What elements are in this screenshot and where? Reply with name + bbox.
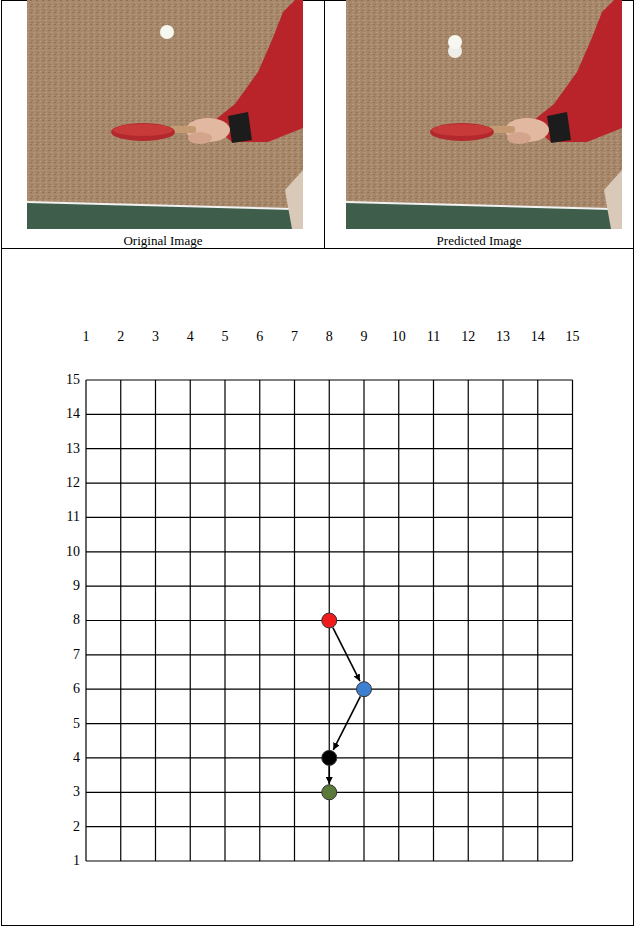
image-caption: Predicted Image xyxy=(435,233,524,248)
column-number: 4 xyxy=(187,329,194,345)
row-number: 1 xyxy=(73,853,80,869)
table-divider xyxy=(324,0,325,249)
row-number: 11 xyxy=(67,509,80,525)
row-number: 7 xyxy=(73,647,80,663)
column-number: 8 xyxy=(326,329,333,345)
row-number: 8 xyxy=(73,612,80,628)
column-number: 6 xyxy=(256,329,263,345)
column-number: 11 xyxy=(427,329,440,345)
row-number: 6 xyxy=(73,681,80,697)
row-number: 2 xyxy=(73,819,80,835)
row-number: 9 xyxy=(73,578,80,594)
row-number: 3 xyxy=(73,784,80,800)
row-number: 2 xyxy=(73,819,80,835)
row-number: 8 xyxy=(73,612,80,628)
column-number: 7 xyxy=(291,329,298,345)
original-photo xyxy=(27,0,303,229)
row-number: 10 xyxy=(66,544,80,560)
column-number: 7 xyxy=(291,329,298,345)
column-number: 3 xyxy=(152,329,159,345)
row-number: 15 xyxy=(66,372,80,388)
row-number: 6 xyxy=(73,681,80,697)
column-number: 14 xyxy=(531,329,545,345)
image-cell: Predicted Image xyxy=(325,0,633,248)
row-number: 14 xyxy=(66,406,80,422)
image-caption: Original Image xyxy=(121,233,204,248)
column-number: 9 xyxy=(361,329,368,345)
column-number: 6 xyxy=(256,329,263,345)
row-number: 5 xyxy=(73,716,80,732)
grid xyxy=(86,380,573,861)
column-number: 14 xyxy=(531,329,545,345)
column-number: 12 xyxy=(461,329,475,345)
column-number: 2 xyxy=(117,329,124,345)
row-number: 12 xyxy=(66,475,80,491)
column-number: 13 xyxy=(496,329,510,345)
column-number: 2 xyxy=(117,329,124,345)
predicted-photo xyxy=(346,0,622,229)
column-number: 13 xyxy=(496,329,510,345)
column-number: 5 xyxy=(222,329,229,345)
column-number: 10 xyxy=(392,329,406,345)
column-number: 15 xyxy=(566,329,580,345)
row-number: 7 xyxy=(73,647,80,663)
table-divider xyxy=(2,248,634,249)
row-number: 14 xyxy=(66,406,80,422)
position-dots xyxy=(322,613,372,800)
column-number: 5 xyxy=(222,329,229,345)
column-number: 11 xyxy=(427,329,440,345)
row-number: 13 xyxy=(66,441,80,457)
row-number: 3 xyxy=(73,784,80,800)
row-number: 11 xyxy=(67,509,80,525)
row-number: 15 xyxy=(66,372,80,388)
row-number: 4 xyxy=(73,750,80,766)
column-number: 9 xyxy=(361,329,368,345)
column-number: 15 xyxy=(566,329,580,345)
column-number: 3 xyxy=(152,329,159,345)
row-number: 13 xyxy=(66,441,80,457)
column-number: 12 xyxy=(461,329,475,345)
row-number: 4 xyxy=(73,750,80,766)
row-number: 1 xyxy=(73,853,80,869)
column-number: 4 xyxy=(187,329,194,345)
column-number: 8 xyxy=(326,329,333,345)
row-number: 12 xyxy=(66,475,80,491)
column-number: 1 xyxy=(83,329,90,345)
column-number: 10 xyxy=(392,329,406,345)
row-number: 9 xyxy=(73,578,80,594)
row-number: 5 xyxy=(73,716,80,732)
column-number: 1 xyxy=(83,329,90,345)
row-number: 10 xyxy=(66,544,80,560)
image-cell: Original Image xyxy=(2,0,324,248)
